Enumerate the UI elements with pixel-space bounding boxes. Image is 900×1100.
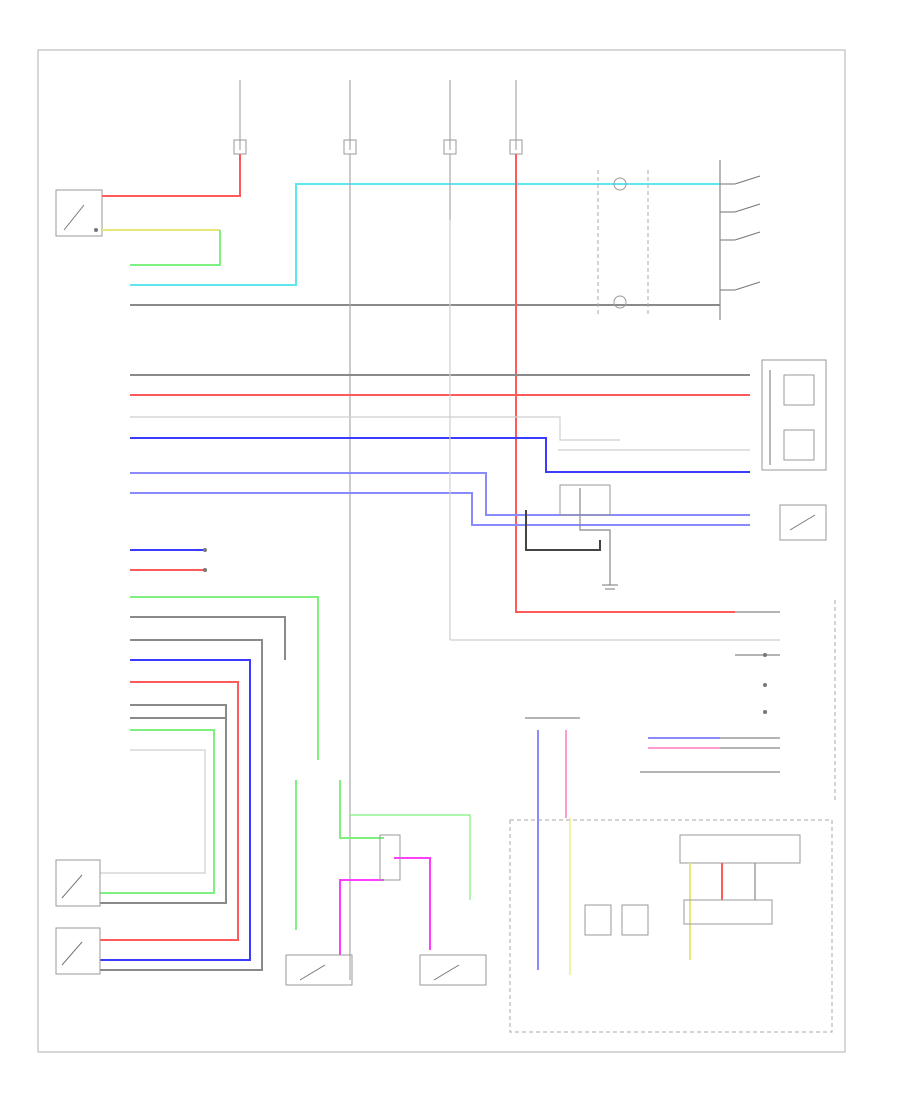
wire-red-top — [102, 154, 241, 197]
wire-blue-lower — [100, 659, 251, 961]
wire-green-lower — [130, 596, 319, 760]
wire-red-long — [515, 154, 735, 613]
lower-right-dashed-box — [509, 819, 833, 1033]
lower-switch-right — [419, 954, 487, 986]
wire-lightgray-lower — [100, 749, 206, 874]
wire-blue-light-2 — [130, 492, 750, 526]
wire-lightgray-mid — [130, 416, 620, 441]
throttle-sensor — [779, 504, 827, 541]
diagram-frame — [37, 49, 846, 1053]
wire-gray-lower-1 — [130, 616, 286, 660]
mid-sensor — [525, 484, 618, 590]
wire-pink-1 — [394, 857, 431, 950]
wire-cyan-main — [130, 183, 720, 286]
combination-switch — [597, 160, 761, 320]
wire-green-lower-2 — [100, 729, 215, 894]
wire-pink-2 — [339, 879, 384, 955]
wire-green-switch-2 — [339, 780, 384, 839]
wire-blue-mid-1 — [130, 437, 750, 473]
module-right-top — [761, 359, 827, 471]
left-lower-modules — [55, 859, 101, 975]
lower-switch-left — [285, 954, 353, 986]
wire-blue-light-1 — [130, 472, 750, 516]
top-left-switch — [55, 189, 103, 237]
wire-gray-lower-3 — [100, 704, 227, 904]
relay-box — [379, 834, 401, 881]
fuse-feed-group — [233, 80, 523, 155]
wire-red-lower — [100, 681, 239, 941]
right-side-pins — [735, 600, 836, 800]
wire-gray-lower-2 — [100, 639, 263, 971]
wire-green-top — [130, 230, 221, 266]
wire-green-switch-3 — [350, 814, 471, 900]
right-control-module — [584, 834, 801, 960]
